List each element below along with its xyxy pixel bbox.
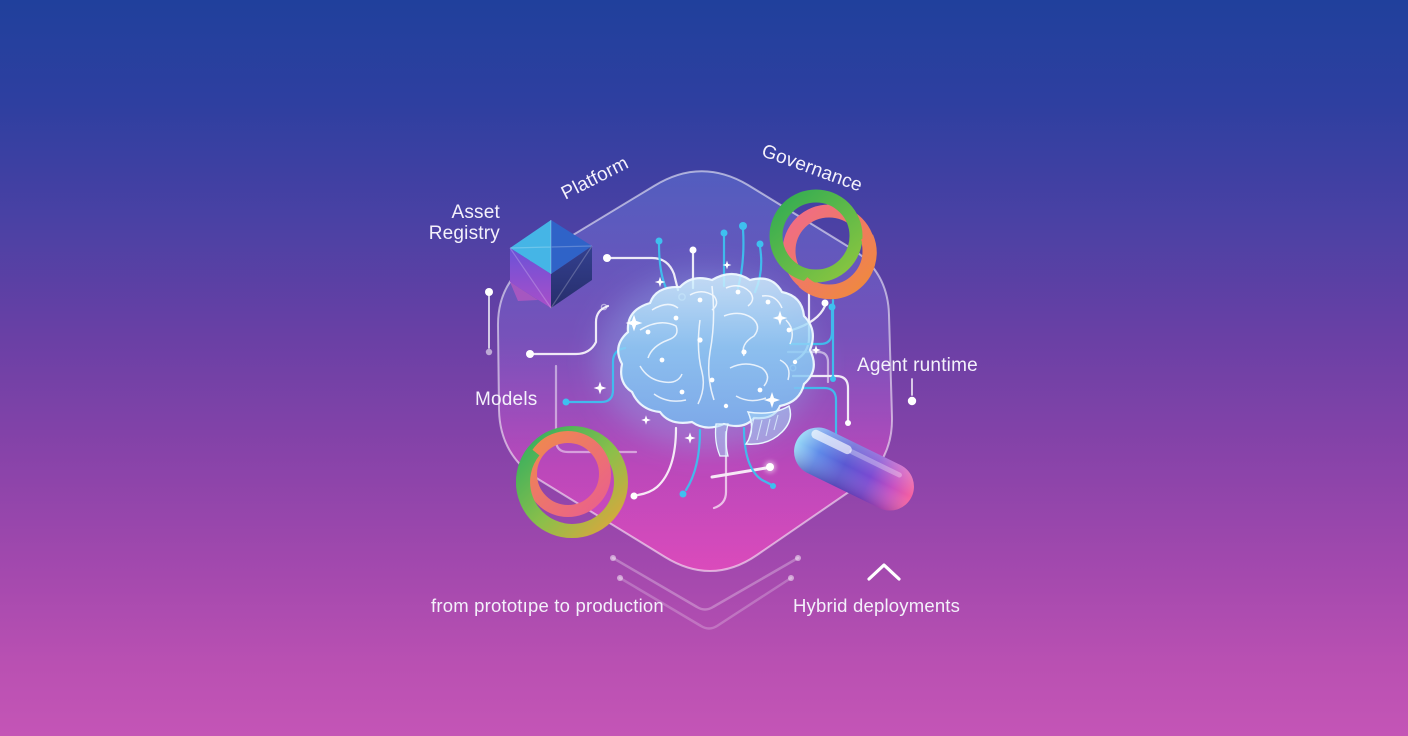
capsule-icon xyxy=(794,427,914,511)
hybrid-deployments-label: Hybrid deployments xyxy=(793,595,961,616)
tagline-prototype-to-production: from prototıpe to production xyxy=(431,595,664,616)
asset-registry-connector xyxy=(485,288,493,356)
chevron-up-icon xyxy=(867,563,901,581)
circuit-traces xyxy=(526,222,851,510)
brain-icon xyxy=(593,260,821,457)
asset-registry-line2: Registry xyxy=(428,223,500,244)
governance-ring-icon xyxy=(769,189,877,300)
agent-runtime-connector xyxy=(907,378,917,406)
chevron-echo-lines xyxy=(610,555,801,630)
asset-registry-line1: Asset xyxy=(451,202,500,223)
models-ring-icon xyxy=(516,426,628,538)
label-connectors xyxy=(485,288,917,406)
models-label: Models xyxy=(475,389,538,410)
agent-runtime-label: Agent runtime xyxy=(857,355,978,376)
asset-registry-label: Asset Registry xyxy=(404,202,500,244)
cube-icon xyxy=(509,220,593,309)
